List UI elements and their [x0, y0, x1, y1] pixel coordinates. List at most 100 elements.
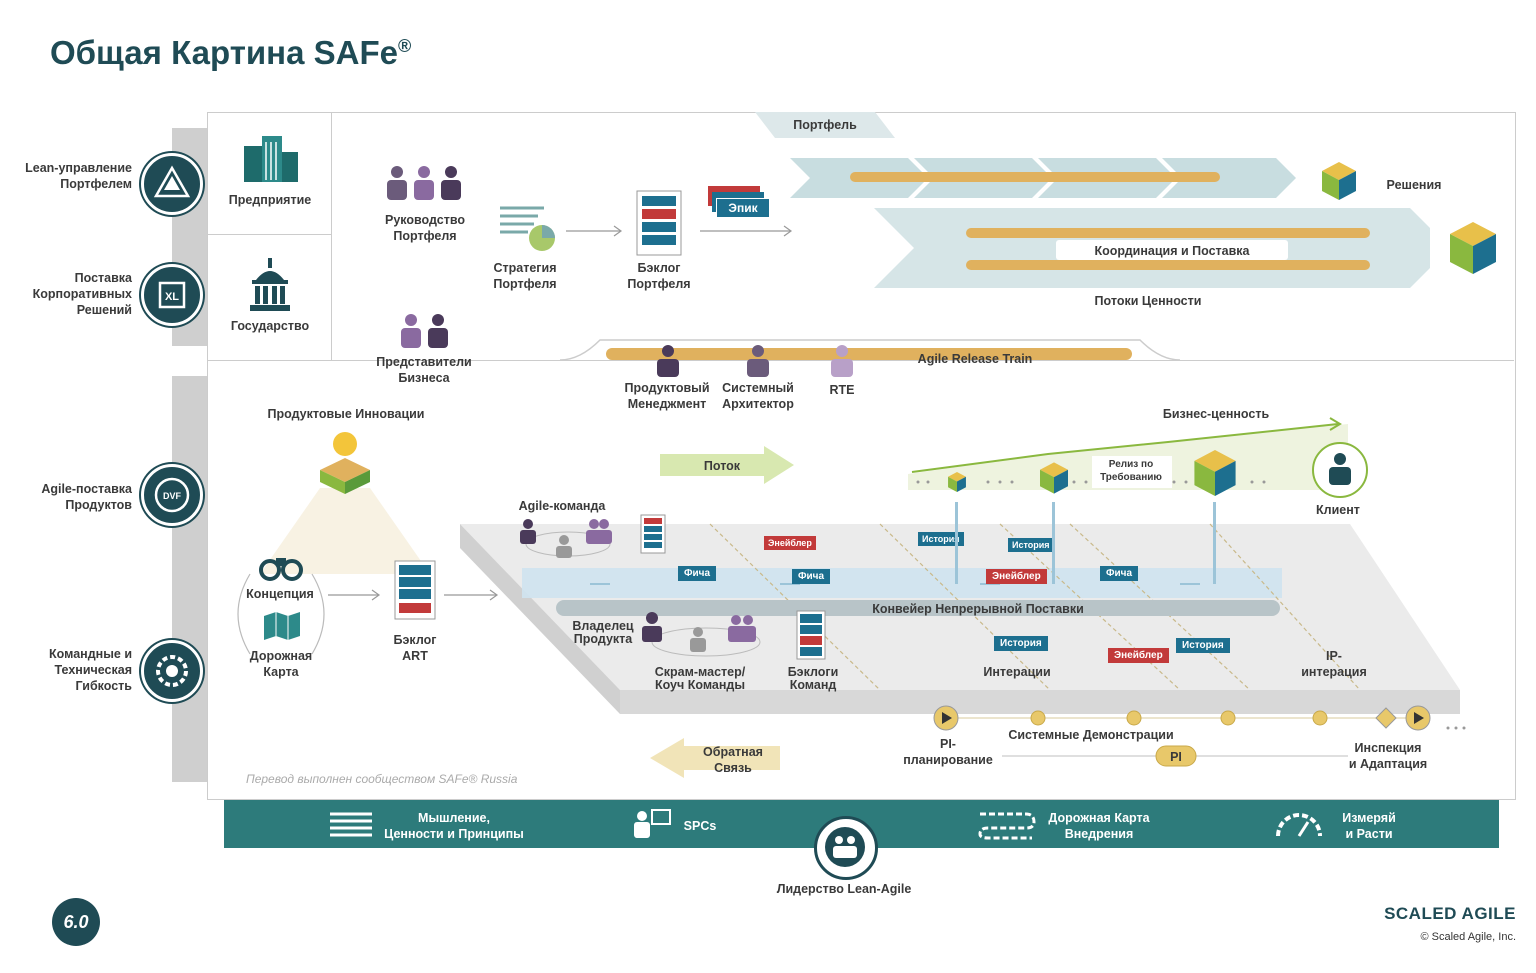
label-agile-product: Agile-поставка Продуктов — [41, 482, 132, 512]
svg-text:XL: XL — [165, 291, 179, 303]
label-enterprise-solution: Поставка Корпоративных Решений — [32, 271, 132, 317]
flow-arrow — [660, 446, 794, 484]
version-badge — [52, 898, 100, 946]
agile-team-icon — [520, 519, 612, 558]
business-owners-label: Представители Бизнеса — [376, 355, 472, 385]
pi-label: PI — [1170, 750, 1182, 764]
feedback-arrow — [650, 738, 780, 778]
inspect-adapt-label: Инспекция и Адаптация — [1348, 741, 1428, 771]
release-arrow-3 — [1213, 502, 1216, 584]
enterprise-solution-icon[interactable]: XL — [141, 264, 203, 326]
feature-tag-2[interactable]: Фича — [792, 569, 831, 584]
leadership-icon — [825, 827, 865, 867]
strategy-icon — [500, 206, 555, 251]
release-cube-large — [1194, 450, 1236, 496]
product-owner-label: Владелец Продукта — [572, 619, 634, 646]
ip-iteration-label: IP- интерация — [1301, 649, 1367, 679]
spcs-icon — [634, 809, 671, 838]
mindset-label[interactable]: Мышление, Ценности и Принципы — [384, 811, 524, 841]
arrow-epic-streams — [700, 225, 793, 237]
arrow-backlog-platform — [444, 589, 499, 601]
roadmap-label: Дорожная Карта — [249, 649, 313, 679]
release-arrow-2 — [1052, 502, 1055, 584]
spcs-label[interactable]: SPCs — [683, 819, 717, 833]
release-cube-medium — [1040, 462, 1068, 494]
people-icon — [387, 166, 461, 200]
art-backlog-label: Бэклог ART — [393, 633, 437, 663]
system-demos-label: Системные Демонстрации — [1008, 728, 1174, 742]
leadership-label[interactable]: Лидерство Lean-Agile — [776, 882, 912, 896]
agile-product-icon[interactable]: DVF — [141, 464, 203, 526]
portfolio-divider — [207, 360, 1514, 361]
story-tag-2[interactable]: История — [1008, 538, 1054, 552]
portfolio-banner-shape — [755, 112, 895, 138]
label-team-tech: Командные и Техническая Гибкость — [49, 647, 132, 693]
solutions-label: Решения — [1386, 178, 1442, 192]
enterprise-label: Предприятие — [228, 193, 312, 207]
customer-label: Клиент — [1316, 503, 1360, 517]
business-value-label: Бизнес-ценность — [1162, 407, 1270, 421]
feature-tag-1[interactable]: Фича — [678, 566, 717, 581]
brand-logo: SCALED AGILE — [1384, 904, 1516, 923]
story-tag-4[interactable]: История — [1176, 638, 1230, 653]
feedback-label: Обратная Связь — [703, 745, 763, 775]
release-label: Релиз по Требованию — [1100, 459, 1162, 483]
iterations-label: Интерации — [983, 665, 1051, 679]
portfolio-mgmt-label: Руководство Портфеля — [384, 213, 465, 243]
agile-team-label: Agile-команда — [518, 499, 606, 513]
art-banner-shape — [560, 339, 1180, 361]
coordination-pill — [1056, 240, 1288, 260]
label-lean-portfolio: Lean-управление Портфелем — [25, 161, 132, 191]
epic-tag[interactable]: Эпик — [716, 198, 770, 218]
roadmap-map-icon — [264, 612, 300, 640]
pm-label: Продуктовый Менеджмент — [624, 381, 710, 411]
implementation-roadmap-label[interactable]: Дорожная Карта Внедрения — [1048, 811, 1150, 841]
version-label: 6.0 — [63, 912, 89, 932]
story-tag-3[interactable]: История — [994, 636, 1048, 651]
enabler-tag-1[interactable]: Энейблер — [764, 536, 816, 550]
government-icon — [250, 258, 290, 311]
team-backlogs-icon — [796, 610, 826, 660]
lean-portfolio-icon[interactable] — [141, 153, 203, 215]
sa-label: Системный Архитектор — [722, 381, 794, 411]
team-tech-icon[interactable] — [141, 640, 203, 702]
pi-timeline — [933, 705, 1466, 767]
measure-grow-icon — [1276, 813, 1322, 837]
customer-icon — [1329, 453, 1351, 485]
business-owners-icon — [401, 314, 448, 348]
feature-tag-3[interactable]: Фича — [1100, 566, 1139, 581]
page-title: Общая Картина SAFe® — [50, 34, 412, 71]
government-label: Государство — [230, 319, 310, 333]
strategy-label: Стратегия Портфеля — [493, 261, 557, 291]
implementation-roadmap-icon — [978, 812, 1036, 840]
enterprise-box — [207, 112, 332, 235]
innovation-label: Продуктовые Инновации — [267, 407, 425, 421]
innovation-lightbulb-icon — [260, 432, 430, 574]
enabler-tag-2[interactable]: Энейблер — [986, 569, 1047, 584]
copyright-label: © Scaled Agile, Inc. — [1420, 931, 1516, 943]
sa-person-icon — [747, 345, 769, 377]
concept-label: Концепция — [246, 587, 314, 601]
pipeline-label: Конвейер Непрерывной Поставки — [872, 602, 1084, 616]
scrum-master-label: Скрам-мастер/ Коуч Команды — [654, 665, 746, 692]
art-backlog-icon — [394, 560, 436, 620]
delivery-side-bar — [172, 376, 208, 782]
release-arrow-1 — [955, 502, 958, 584]
coordination-label: Координация и Поставка — [1094, 244, 1250, 258]
arrow-strategy-backlog — [566, 225, 623, 237]
portfolio-backlog-label: Бэклог Портфеля — [627, 261, 691, 291]
release-pill — [1092, 456, 1172, 488]
government-box — [207, 235, 332, 361]
measure-grow-label[interactable]: Измеряй и Расти — [1342, 811, 1396, 841]
story-tag-1[interactable]: История — [918, 532, 964, 546]
solution-cube-icon — [1322, 162, 1356, 200]
binoculars-icon — [259, 558, 303, 581]
pi-planning-label: PI- планирование — [903, 737, 993, 767]
team-backlogs-label: Бэклоги Команд — [787, 665, 839, 692]
art-train-label: Agile Release Train — [917, 352, 1033, 366]
team-backlog-mini-icon — [640, 514, 666, 554]
enabler-tag-3[interactable]: Энейблер — [1108, 648, 1169, 663]
team-group-icon — [642, 612, 761, 657]
building-icon — [244, 136, 298, 182]
portfolio-banner: Портфель — [793, 118, 857, 132]
